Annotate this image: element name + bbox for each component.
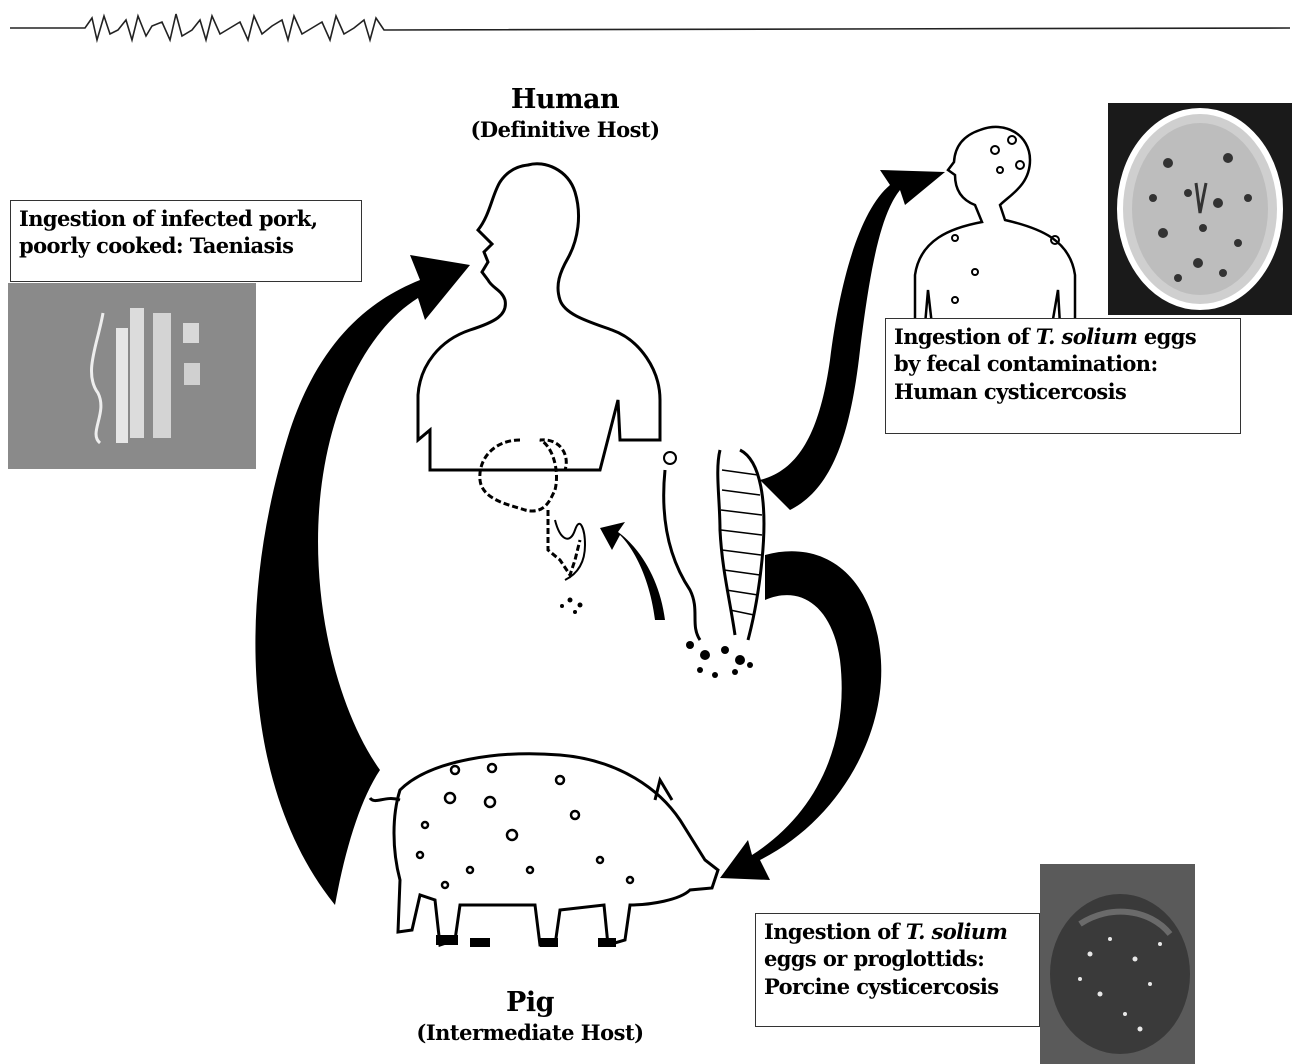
porcine-organ-photo	[1040, 864, 1195, 1064]
callout-human-line1: Ingestion of T. solium eggs	[894, 323, 1232, 350]
callout-human-line3: Human cysticercosis	[894, 378, 1232, 405]
callout-porcine-species: T. solium	[906, 919, 1007, 944]
human-body-outline	[418, 164, 660, 470]
callout-porcine-line1: Ingestion of T. solium	[764, 918, 1031, 945]
small-person-figure	[915, 127, 1075, 325]
callout-taeniasis-line2: poorly cooked: Taeniasis	[19, 232, 353, 259]
internal-arrow	[600, 522, 665, 620]
callout-porcine-cysticercosis: Ingestion of T. solium eggs or proglotti…	[755, 913, 1040, 1027]
tapeworm-scolex	[664, 452, 676, 464]
callout-porcine-line3: Porcine cysticercosis	[764, 973, 1031, 1000]
human-host-label: Human (Definitive Host)	[405, 84, 725, 142]
brain-mri-photo	[1108, 103, 1292, 315]
callout-taeniasis-line1: Ingestion of infected pork,	[19, 205, 353, 232]
callout-human-species: T. solium	[1036, 324, 1137, 349]
callout-human-line1-post: eggs	[1137, 324, 1196, 349]
arrow-human-to-pig	[720, 551, 881, 880]
pig-hooves	[436, 935, 616, 947]
arrow-pig-to-human	[255, 255, 470, 905]
pig-cysts	[417, 764, 633, 888]
human-intestine	[480, 440, 580, 575]
human-subtitle: (Definitive Host)	[405, 117, 725, 142]
callout-taeniasis: Ingestion of infected pork, poorly cooke…	[10, 200, 362, 282]
tapeworm-photo-art	[8, 283, 256, 469]
tapeworm-strobila	[664, 450, 764, 640]
decorative-wave-rule	[10, 14, 1290, 40]
callout-human-line1-pre: Ingestion of	[894, 324, 1036, 349]
human-title: Human	[405, 84, 725, 115]
pig-figure	[370, 754, 718, 945]
tapeworm-photo	[8, 283, 256, 469]
callout-porcine-line2: eggs or proglottids:	[764, 945, 1031, 972]
porcine-organ-art	[1040, 864, 1195, 1064]
callout-porcine-line1-pre: Ingestion of	[764, 919, 906, 944]
callout-human-cysticercosis: Ingestion of T. solium eggs by fecal con…	[885, 318, 1241, 434]
callout-human-line2: by fecal contamination:	[894, 350, 1232, 377]
pig-title: Pig	[370, 987, 690, 1018]
brain-mri-art	[1108, 103, 1292, 315]
pig-subtitle: (Intermediate Host)	[370, 1020, 690, 1045]
pig-host-label: Pig (Intermediate Host)	[370, 987, 690, 1045]
